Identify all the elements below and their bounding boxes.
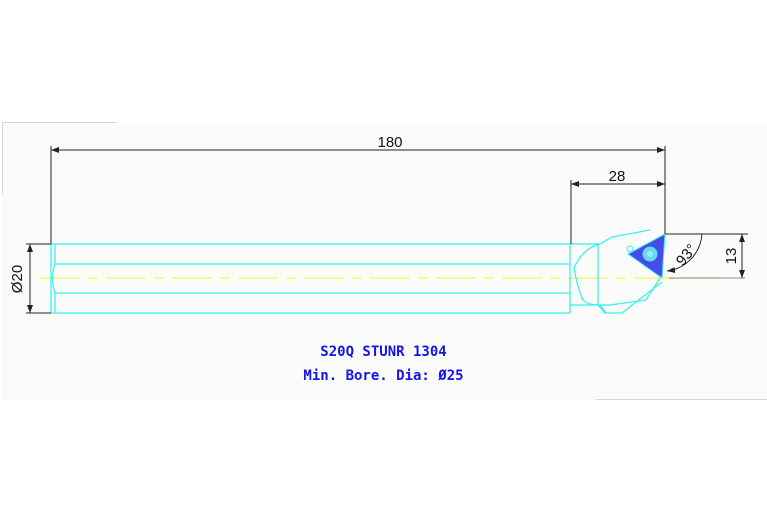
dim-diameter-label: Ø20: [9, 265, 26, 293]
min-bore-label: Min. Bore. Dia: Ø25: [303, 368, 464, 384]
panel-border: [2, 122, 117, 123]
head-outline: [569, 229, 663, 314]
dim-180-label: 180: [377, 134, 402, 151]
dimension-offset: [665, 233, 748, 278]
dimension-shank-diameter: [26, 243, 51, 314]
shank-outline: [50, 243, 570, 314]
panel-border: [596, 399, 767, 400]
dim-13-label: 13: [723, 248, 740, 265]
dimension-overall-length: [50, 146, 666, 244]
dim-angle-label: 93°: [673, 241, 701, 269]
panel-border: [2, 122, 3, 194]
dimension-head-length: [570, 180, 665, 244]
insert: [626, 233, 666, 279]
dim-28-label: 28: [609, 168, 626, 185]
part-number: S20Q STUNR 1304: [320, 344, 447, 360]
angle-arc: [666, 233, 703, 273]
